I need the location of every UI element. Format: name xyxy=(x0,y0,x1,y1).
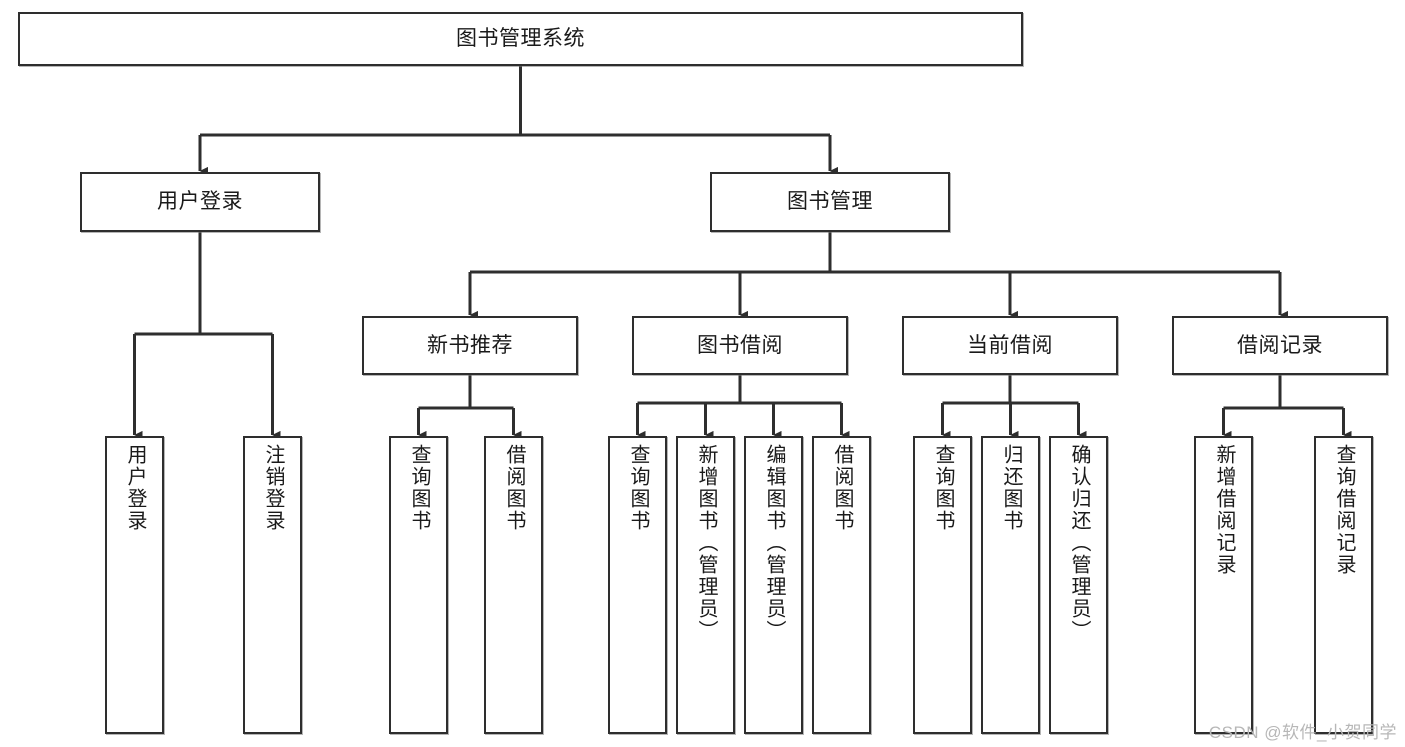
node-leaf-9-label: 归还图书 xyxy=(1000,444,1022,532)
node-leaf-1-label: 注销登录 xyxy=(262,444,284,532)
node-leaf-0-label: 用户登录 xyxy=(124,444,146,532)
node-leaf-10-label: 确认归还（管理员） xyxy=(1068,444,1090,642)
node-level2-1-label: 图书借阅 xyxy=(697,333,783,357)
watermark-text: CSDN @软件_小贺同学 xyxy=(1208,723,1397,742)
node-leaf-8-label: 查询图书 xyxy=(932,444,954,532)
node-leaf-7[interactable]: 借阅图书 xyxy=(812,436,871,734)
node-leaf-12-label: 查询借阅记录 xyxy=(1333,444,1355,576)
node-leaf-4[interactable]: 查询图书 xyxy=(608,436,667,734)
node-level1-1-label: 图书管理 xyxy=(787,190,873,214)
node-level2-3[interactable]: 借阅记录 xyxy=(1172,316,1388,375)
node-leaf-11-label: 新增借阅记录 xyxy=(1213,444,1235,576)
node-root[interactable]: 图书管理系统 xyxy=(18,12,1023,66)
node-leaf-3-label: 借阅图书 xyxy=(503,444,525,532)
node-leaf-8[interactable]: 查询图书 xyxy=(913,436,972,734)
node-root-label: 图书管理系统 xyxy=(456,27,585,51)
node-leaf-5-label: 新增图书（管理员） xyxy=(695,444,717,642)
node-leaf-2[interactable]: 查询图书 xyxy=(389,436,448,734)
node-leaf-11[interactable]: 新增借阅记录 xyxy=(1194,436,1253,734)
node-level1-1[interactable]: 图书管理 xyxy=(710,172,950,232)
node-level2-3-label: 借阅记录 xyxy=(1237,333,1323,357)
node-leaf-10[interactable]: 确认归还（管理员） xyxy=(1049,436,1108,734)
node-leaf-6[interactable]: 编辑图书（管理员） xyxy=(744,436,803,734)
node-leaf-0[interactable]: 用户登录 xyxy=(105,436,164,734)
connector-lines xyxy=(133,66,1352,440)
node-level1-0-label: 用户登录 xyxy=(157,190,243,214)
node-level2-0-label: 新书推荐 xyxy=(427,333,513,357)
node-leaf-3[interactable]: 借阅图书 xyxy=(484,436,543,734)
node-level1-0[interactable]: 用户登录 xyxy=(80,172,320,232)
node-leaf-1[interactable]: 注销登录 xyxy=(243,436,302,734)
node-level2-0[interactable]: 新书推荐 xyxy=(362,316,578,375)
node-leaf-9[interactable]: 归还图书 xyxy=(981,436,1040,734)
node-level2-1[interactable]: 图书借阅 xyxy=(632,316,848,375)
node-level2-2[interactable]: 当前借阅 xyxy=(902,316,1118,375)
node-leaf-7-label: 借阅图书 xyxy=(831,444,853,532)
node-leaf-12[interactable]: 查询借阅记录 xyxy=(1314,436,1373,734)
node-level2-2-label: 当前借阅 xyxy=(967,333,1053,357)
node-leaf-4-label: 查询图书 xyxy=(627,444,649,532)
node-leaf-2-label: 查询图书 xyxy=(408,444,430,532)
node-leaf-5[interactable]: 新增图书（管理员） xyxy=(676,436,735,734)
node-leaf-6-label: 编辑图书（管理员） xyxy=(763,444,785,642)
